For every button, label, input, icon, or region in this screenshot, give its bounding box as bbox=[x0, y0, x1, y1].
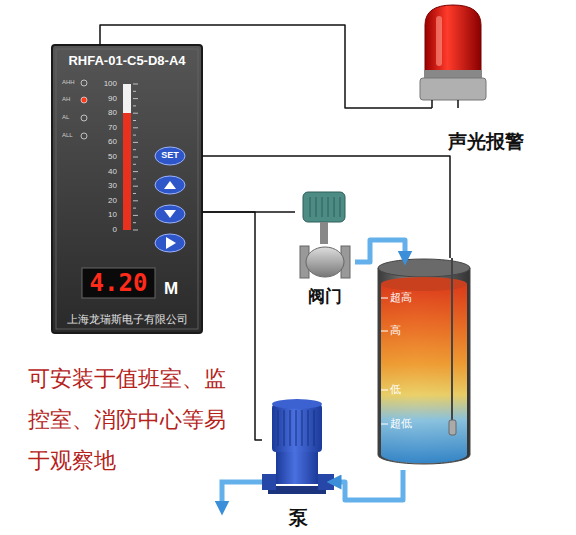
scale-number: 60 bbox=[92, 137, 117, 147]
scale-number: 20 bbox=[92, 196, 117, 206]
indicator-lamp bbox=[81, 80, 87, 86]
alarm-terminals bbox=[410, 100, 458, 108]
alarm-indicator-label: AHH bbox=[62, 79, 80, 86]
scale-number: 70 bbox=[92, 123, 117, 133]
pump-casing bbox=[276, 452, 318, 484]
instrument-panel: RHFA-01-C5-D8-A4 上海龙瑞斯电子有限公司 SET 4.20 bbox=[52, 45, 202, 333]
unit-label: M bbox=[160, 279, 182, 299]
up-arrow-symbol bbox=[164, 181, 176, 189]
scale-number: 90 bbox=[92, 94, 117, 104]
panel-bezel bbox=[56, 49, 198, 329]
up-button bbox=[155, 176, 185, 194]
pipe-connector bbox=[355, 240, 405, 262]
valve-art bbox=[300, 192, 350, 278]
alarm-light: 声光报警 bbox=[410, 0, 540, 155]
liquid-surface bbox=[381, 277, 467, 291]
scale-number: 30 bbox=[92, 181, 117, 191]
right-arrow-symbol bbox=[166, 237, 176, 249]
motor-fins bbox=[278, 410, 314, 446]
pump: 泵 bbox=[262, 398, 334, 532]
motor-cap bbox=[272, 399, 322, 409]
pump-art bbox=[222, 399, 334, 508]
down-button bbox=[155, 205, 185, 223]
valve-body bbox=[306, 247, 344, 277]
bar-track bbox=[123, 84, 131, 230]
scale-number: 40 bbox=[92, 167, 117, 177]
pump-motor bbox=[272, 404, 322, 452]
lens-highlight bbox=[436, 16, 442, 66]
valve: 阀门 bbox=[295, 188, 355, 310]
alarm-art bbox=[410, 5, 486, 108]
scale-ticks bbox=[133, 84, 138, 230]
valve-actuator bbox=[303, 192, 345, 222]
part-label: 声光报警 bbox=[448, 130, 540, 153]
panel-body bbox=[52, 45, 202, 333]
indicator-lamp bbox=[81, 133, 87, 139]
down-arrow-symbol bbox=[164, 210, 176, 218]
scale-number: 50 bbox=[92, 152, 117, 162]
instrument-art bbox=[52, 45, 202, 333]
set-button: SET bbox=[155, 147, 185, 165]
alarm-base bbox=[420, 78, 486, 100]
tank-shell bbox=[378, 268, 470, 464]
scale-number: 0 bbox=[92, 225, 117, 235]
company-name: 上海龙瑞斯电子有限公司 bbox=[52, 313, 202, 326]
level-label: 低 bbox=[390, 383, 440, 396]
outlet-pipe bbox=[222, 482, 262, 508]
scale-number: 100 bbox=[92, 79, 117, 89]
signal-wire bbox=[202, 212, 262, 440]
indicator-lamp bbox=[81, 115, 87, 121]
right-button bbox=[155, 234, 185, 252]
tank-liquid bbox=[381, 284, 467, 463]
valve-stem bbox=[320, 222, 328, 244]
model-number: RHFA-01-C5-D8-A4 bbox=[52, 53, 202, 69]
tank-art bbox=[378, 258, 470, 464]
scale-number: 80 bbox=[92, 108, 117, 118]
actuator-fins bbox=[310, 197, 340, 217]
display-window bbox=[82, 268, 155, 298]
signal-wire bbox=[202, 156, 450, 258]
alarm-indicator-label: AH bbox=[62, 96, 80, 103]
probe-tip bbox=[449, 420, 456, 435]
alarm-indicator-label: ALL bbox=[62, 132, 80, 139]
digital-display: 4.20 bbox=[82, 268, 155, 298]
pipe-connector bbox=[334, 470, 403, 500]
indicator-lamp bbox=[81, 97, 87, 103]
level-label: 超高 bbox=[390, 291, 440, 304]
part-label: 泵 bbox=[262, 506, 334, 529]
scale-number: 10 bbox=[92, 210, 117, 220]
alarm-indicator-label: AL bbox=[62, 114, 80, 121]
pump-outlet bbox=[262, 474, 276, 490]
tank-top bbox=[378, 259, 470, 277]
level-marks bbox=[381, 298, 388, 424]
set-button-shape bbox=[155, 147, 185, 165]
level-label: 超低 bbox=[390, 417, 440, 430]
storage-tank: 超高高低超低 bbox=[376, 258, 470, 470]
display-reading: 4.20 bbox=[82, 269, 155, 298]
pump-inlet bbox=[318, 474, 334, 490]
part-label: 阀门 bbox=[295, 287, 355, 307]
level-bar bbox=[123, 113, 131, 230]
note-text: 可安装于值班室、监 控室、消防中心等易 于观察地 bbox=[28, 358, 233, 481]
button-label: SET bbox=[155, 150, 185, 161]
pump-base bbox=[268, 486, 326, 494]
alarm-lens bbox=[425, 5, 481, 72]
level-label: 高 bbox=[390, 324, 440, 337]
level-probe bbox=[451, 258, 453, 425]
